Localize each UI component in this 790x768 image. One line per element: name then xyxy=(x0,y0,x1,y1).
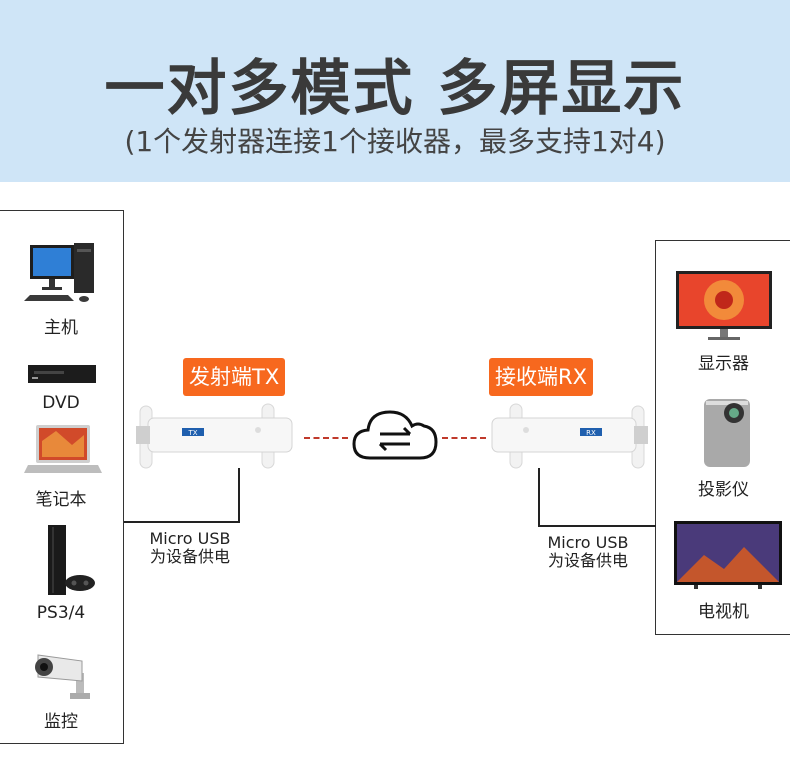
display-monitor: 显示器 xyxy=(656,267,790,374)
power-note-usb: Micro USB xyxy=(547,533,629,552)
monitor-icon xyxy=(675,271,772,340)
source-laptop: 笔记本 xyxy=(0,421,123,510)
source-label: PS3/4 xyxy=(36,603,86,623)
header-banner: 一对多模式 多屏显示 (1个发射器连接1个接收器，最多支持1对4) xyxy=(0,0,790,182)
transmitter-tag: TX xyxy=(187,429,197,437)
receiver-wire-horizontal xyxy=(538,525,656,527)
display-tv: 电视机 xyxy=(656,517,790,622)
display-label: 电视机 xyxy=(698,602,749,622)
transmitter-wire-vertical xyxy=(238,468,240,522)
transmitter-power-note: Micro USB 为设备供电 xyxy=(140,530,240,566)
wireless-exchange-cloud-icon xyxy=(352,410,438,460)
security-camera-icon xyxy=(35,654,90,699)
source-devices-panel: 主机 DVD 笔记本 PS3/4 xyxy=(0,210,124,744)
receiver-tag: RX xyxy=(586,429,596,437)
tv-icon xyxy=(673,521,782,589)
transmitter-wire-horizontal xyxy=(124,521,240,523)
projector-icon xyxy=(703,399,750,467)
source-label: DVD xyxy=(42,393,80,413)
display-label: 显示器 xyxy=(698,354,749,374)
display-devices-panel: 显示器 投影仪 电视机 xyxy=(655,240,790,635)
link-dash-right xyxy=(442,437,486,439)
receiver-wire-vertical xyxy=(538,468,540,526)
desktop-computer-icon xyxy=(24,243,94,302)
source-desktop: 主机 xyxy=(0,237,123,338)
source-console: PS3/4 xyxy=(0,521,123,623)
power-note-desc: 为设备供电 xyxy=(149,547,230,566)
transmitter-badge: 发射端TX xyxy=(183,358,286,396)
power-note-desc: 为设备供电 xyxy=(547,551,628,570)
display-label: 投影仪 xyxy=(698,480,749,500)
receiver-badge: 接收端RX xyxy=(489,358,593,396)
link-dash-left xyxy=(304,437,348,439)
receiver-power-note: Micro USB 为设备供电 xyxy=(538,534,638,570)
dvd-player-icon xyxy=(28,365,96,383)
page-title: 一对多模式 多屏显示 xyxy=(104,54,686,124)
laptop-icon xyxy=(24,425,102,473)
transmitter-dongle: TX xyxy=(136,403,293,469)
source-label: 监控 xyxy=(44,712,78,732)
source-dvd: DVD xyxy=(0,359,123,413)
receiver-dongle: RX xyxy=(491,403,648,469)
game-console-icon xyxy=(48,525,95,595)
display-projector: 投影仪 xyxy=(656,391,790,500)
power-note-usb: Micro USB xyxy=(149,529,231,548)
source-camera: 监控 xyxy=(0,643,123,732)
page-subtitle: (1个发射器连接1个接收器，最多支持1对4) xyxy=(124,125,666,158)
source-label: 主机 xyxy=(44,318,78,338)
source-label: 笔记本 xyxy=(35,490,87,510)
